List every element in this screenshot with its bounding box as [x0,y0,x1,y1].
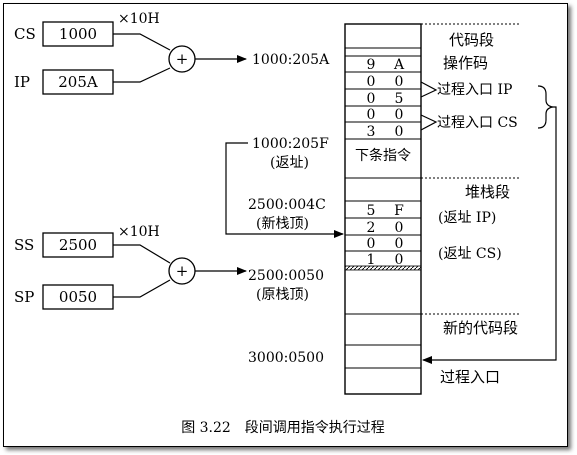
code-byte-hi-2: 0 [367,91,376,107]
multiplier-label-bottom: ×10H [118,224,160,240]
stack-byte-lo-3: 0 [395,252,404,268]
stack-segment-label: 堆栈段 [465,183,510,201]
code-byte-hi-0: 9 [367,57,376,73]
stack-byte-lo-1: 0 [395,220,404,236]
stack-byte-hi-3: 1 [367,252,376,268]
stack-byte-hi-2: 0 [367,236,376,252]
proc-entry-label: 过程入口 [440,368,500,386]
stack-byte-lo-0: F [394,203,404,219]
code-byte-lo-2: 5 [395,91,404,107]
address-2500-004c: 2500:004C [248,197,326,213]
entry-cs-bracket [420,114,438,131]
ip-register-box [42,69,114,95]
ip-register-value: 205A [58,73,98,91]
entry-address-brace [537,85,554,129]
ip-to-adder-line [113,67,171,83]
sp-to-adder-line [113,279,171,298]
code-byte-hi-4: 3 [367,124,376,140]
code-segment-label: 代码段 [449,31,494,49]
address-new-stack-top-note: (新栈顶) [256,216,309,232]
sp-register-label: SP [14,288,34,306]
return-ip-label: (返址 IP) [438,210,496,226]
multiplier-label-top: ×10H [118,11,160,27]
next-instruction-label: 下条指令 [355,147,411,164]
stack-byte-hi-1: 2 [367,220,376,236]
code-byte-lo-3: 0 [395,107,404,123]
ss-register-box [42,232,114,258]
ss-to-adder-line [113,244,171,264]
code-byte-lo-0: A [393,57,405,73]
code-byte-hi-1: 0 [367,74,376,90]
address-1000-205f: 1000:205F [252,136,329,152]
memory-column [344,23,422,395]
address-old-stack-top-note: (原栈顶) [256,287,309,303]
ss-register-value: 2500 [59,236,97,254]
cs-register-value: 1000 [59,25,97,43]
cs-register-box [42,21,114,47]
figure-caption: 图 3.22 段间调用指令执行过程 [181,420,385,436]
memory-column-outline [344,23,422,395]
ss-register-label: SS [14,236,34,254]
code-byte-lo-1: 0 [395,74,404,90]
cs-to-adder-line [113,33,171,51]
proc-entry-ip-label: 过程入口 IP [437,82,512,98]
entry-ip-bracket [420,81,438,98]
jump-to-procedure-arrow [422,106,557,364]
address-3000-0500: 3000:0500 [248,350,324,366]
sp-register-value: 0050 [59,288,97,306]
adder-symbol-bottom: + [176,262,189,280]
return-address-push-arrow [225,142,344,238]
stack-byte-lo-2: 0 [395,236,404,252]
code-byte-hi-3: 0 [367,107,376,123]
return-cs-label: (返址 CS) [438,246,502,262]
proc-entry-cs-label: 过程入口 CS [437,115,518,131]
old-stack-top-hatch [344,265,422,271]
address-return-note: (返址) [270,155,309,171]
opcode-label: 操作码 [443,54,488,72]
code-byte-lo-4: 0 [395,124,404,140]
ip-register-label: IP [14,73,30,91]
cs-register-label: CS [14,25,36,43]
address-1000-205a: 1000:205A [252,52,330,68]
stack-byte-hi-0: 5 [367,203,376,219]
new-code-segment-label: 新的代码段 [443,319,518,337]
adder-symbol-top: + [176,50,189,68]
address-2500-0050: 2500:0050 [248,268,324,284]
